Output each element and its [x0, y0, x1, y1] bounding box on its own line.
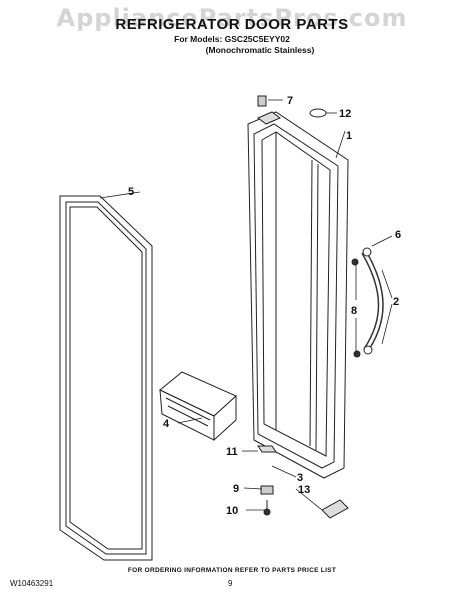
handle-screws	[351, 258, 361, 358]
page-title: REFRIGERATOR DOOR PARTS	[115, 16, 349, 33]
models-line: For Models: GSC25C5EYY02	[174, 34, 290, 44]
callout-3: 3	[297, 472, 303, 484]
document-number: W10463291	[10, 579, 54, 588]
callout-13: 13	[298, 484, 310, 496]
door-handle	[361, 247, 384, 355]
callout-9: 9	[233, 483, 239, 495]
variant-line: (Monochromatic Stainless)	[205, 45, 315, 55]
watermark-text: AppliancePartsPros.com	[56, 4, 408, 32]
callout-4: 4	[163, 418, 170, 430]
callout-8: 8	[351, 305, 357, 317]
refrigerator-door	[247, 111, 349, 479]
bottom-hinge-parts	[257, 445, 349, 519]
callout-6: 6	[395, 229, 401, 241]
callout-11: 11	[226, 446, 238, 458]
callout-10: 10	[226, 505, 238, 517]
callout-7: 7	[287, 95, 293, 107]
callout-2: 2	[393, 296, 399, 308]
page-number: 9	[228, 579, 233, 588]
callout-12: 12	[339, 108, 351, 120]
top-hinge-parts	[257, 95, 327, 118]
callout-1: 1	[346, 130, 352, 142]
ordering-note: FOR ORDERING INFORMATION REFER TO PARTS …	[127, 567, 337, 574]
door-gasket	[59, 195, 153, 561]
callout-5: 5	[128, 186, 134, 198]
leader-lines	[99, 99, 393, 511]
door-bin	[159, 371, 237, 442]
